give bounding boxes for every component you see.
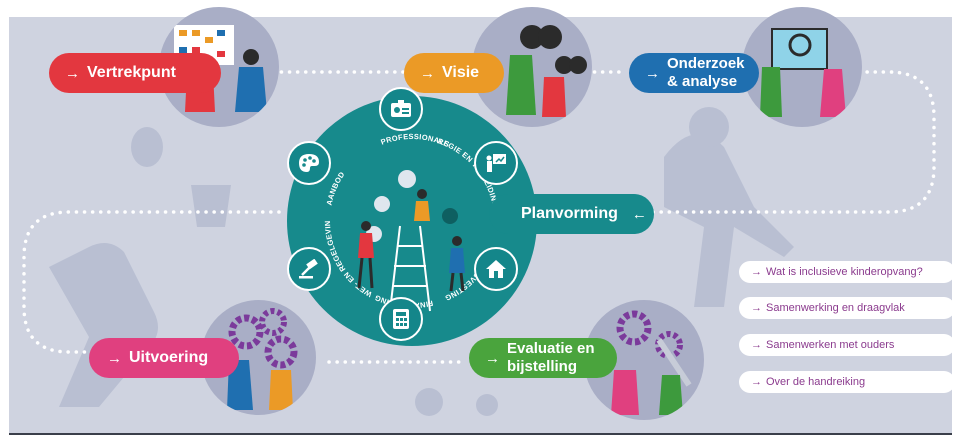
link-label: Samenwerking en draagvlak: [766, 302, 905, 314]
step-onderzoek[interactable]: → Onderzoek& analyse: [629, 53, 759, 93]
link-label: Over de handreiking: [766, 376, 866, 388]
link-label: Wat is inclusieve kinderopvang?: [766, 266, 923, 278]
illustration-evaluatie: [584, 300, 704, 420]
link-inclusieve-kinderopvang[interactable]: → Wat is inclusieve kinderopvang?: [739, 261, 955, 283]
path-dots-4: [22, 210, 281, 354]
ball-shape: [476, 394, 498, 416]
child-silhouette-left: [49, 243, 158, 407]
illustration-onderzoek: [742, 7, 862, 127]
arrow-right-icon: →: [751, 302, 762, 314]
palette-icon[interactable]: [287, 141, 331, 185]
house-icon[interactable]: [474, 247, 518, 291]
bucket-shape: [191, 185, 231, 227]
step-vertrekpunt[interactable]: → Vertrekpunt: [49, 53, 221, 93]
ladder-illustration: [357, 170, 465, 312]
presentation-board-icon[interactable]: [474, 141, 518, 185]
teddy-head: [415, 388, 443, 416]
link-samenwerken-ouders[interactable]: → Samenwerken met ouders: [739, 334, 955, 356]
link-over-handreiking[interactable]: → Over de handreiking: [739, 371, 955, 393]
step-label-line1: Evaluatie en: [507, 340, 595, 357]
link-label: Samenwerken met ouders: [766, 339, 895, 351]
arrow-right-icon: →: [751, 376, 762, 388]
arrow-right-icon: →: [645, 64, 660, 82]
arrow-right-icon: →: [65, 64, 80, 82]
arrow-right-icon: →: [751, 266, 762, 278]
arrow-right-icon: →: [107, 349, 122, 367]
calculator-icon[interactable]: [379, 297, 423, 341]
step-label-line2: & analyse: [667, 73, 738, 90]
step-label: Vertrekpunt: [87, 64, 176, 81]
arrow-right-icon: →: [751, 339, 762, 351]
arrow-right-icon: →: [485, 349, 500, 367]
step-label: Planvorming: [521, 205, 618, 222]
step-label: Onderzoek& analyse: [667, 55, 745, 91]
illustration-visie: [472, 7, 592, 127]
background-panel: PROFESSIONALS REGIE EN TOELEIDING HUISVE…: [9, 7, 952, 435]
step-label-line1: Onderzoek: [667, 55, 745, 72]
step-label-line2: bijstelling: [507, 358, 578, 375]
step-label: Visie: [442, 64, 480, 81]
step-visie[interactable]: → Visie: [404, 53, 504, 93]
arrow-right-icon: →: [420, 64, 435, 82]
arrow-left-icon: ←: [631, 205, 647, 223]
path-dots-3: [647, 70, 936, 214]
link-samenwerking-draagvlak[interactable]: → Samenwerking en draagvlak: [739, 297, 955, 319]
step-planvorming[interactable]: Planvorming ←: [489, 194, 654, 234]
child-head-right: [689, 107, 729, 147]
step-label: Uitvoering: [129, 349, 209, 366]
id-card-icon[interactable]: [379, 87, 423, 131]
balloon-shape: [131, 127, 163, 167]
child-silhouette-right: [664, 134, 794, 307]
step-uitvoering[interactable]: → Uitvoering: [89, 338, 239, 378]
gavel-icon[interactable]: [287, 247, 331, 291]
